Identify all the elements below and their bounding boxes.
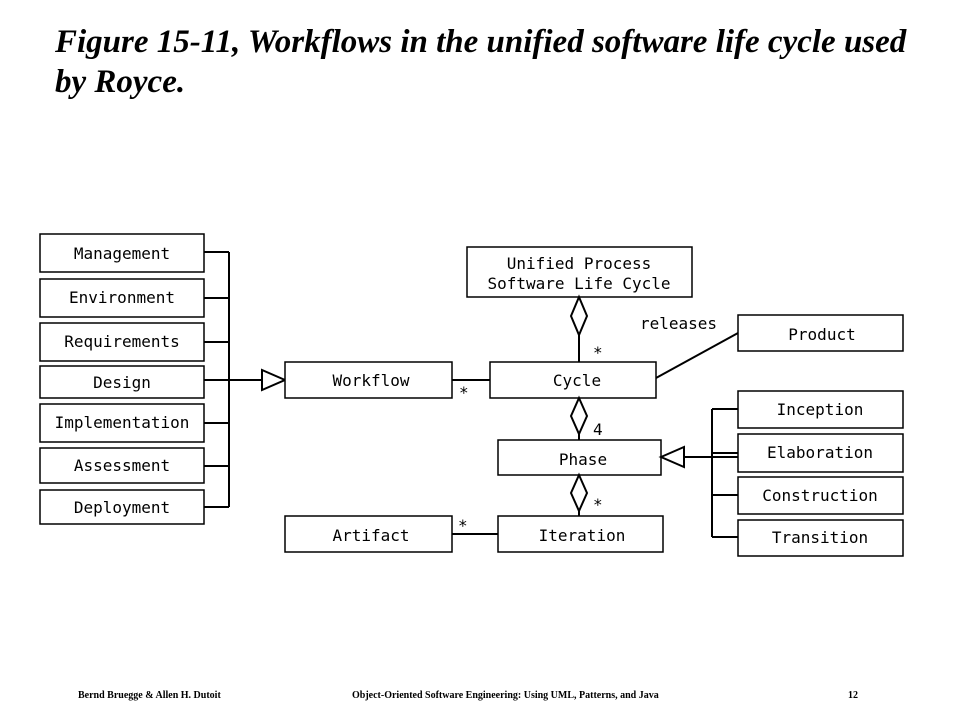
class-iteration-label: Iteration (539, 526, 626, 545)
releases-label: releases (640, 314, 717, 333)
class-construction-label: Construction (762, 486, 878, 505)
class-construction: Construction (737, 476, 904, 515)
footer-book-title: Object-Oriented Software Engineering: Us… (352, 690, 659, 701)
class-management-label: Management (74, 244, 170, 263)
class-environment-label: Environment (69, 288, 175, 307)
class-iteration: Iteration (497, 515, 664, 553)
class-product-label: Product (788, 325, 855, 344)
aggregation-diamond-icon (569, 395, 589, 437)
class-assessment: Assessment (39, 447, 205, 484)
aggregation-diamond-icon (569, 294, 589, 338)
multiplicity-iteration: * (593, 495, 603, 514)
class-workflow: Workflow (284, 361, 453, 399)
aggregation-diamond-icon (569, 472, 589, 514)
class-unified-process-label-line2: Software Life Cycle (487, 274, 670, 293)
class-elaboration-label: Elaboration (767, 443, 873, 462)
class-phase: Phase (497, 439, 662, 476)
multiplicity-workflow: * (459, 383, 469, 402)
class-transition-label: Transition (772, 528, 868, 547)
class-inception-label: Inception (777, 400, 864, 419)
class-assessment-label: Assessment (74, 456, 170, 475)
class-environment: Environment (39, 278, 205, 318)
class-workflow-label: Workflow (332, 371, 409, 390)
class-implementation: Implementation (39, 403, 205, 443)
class-inception: Inception (737, 390, 904, 429)
class-requirements-label: Requirements (64, 332, 180, 351)
generalization-arrowhead-icon (261, 368, 288, 392)
class-requirements: Requirements (39, 322, 205, 362)
class-cycle: Cycle (489, 361, 657, 399)
multiplicity-artifact: * (458, 516, 468, 535)
phase-generalization (658, 408, 738, 538)
class-product: Product (737, 314, 904, 352)
class-unified-process: Unified Process Software Life Cycle (466, 246, 693, 298)
class-unified-process-label-line1: Unified Process (507, 254, 652, 273)
multiplicity-cycle: * (593, 343, 603, 362)
class-deployment: Deployment (39, 489, 205, 525)
class-artifact: Artifact (284, 515, 453, 553)
class-artifact-label: Artifact (332, 526, 409, 545)
class-phase-label: Phase (559, 450, 607, 469)
class-design-label: Design (93, 373, 151, 392)
class-elaboration: Elaboration (737, 433, 904, 473)
footer-authors: Bernd Bruegge & Allen H. Dutoit (78, 690, 221, 701)
generalization-arrowhead-icon (658, 445, 685, 469)
multiplicity-phase: 4 (593, 420, 603, 439)
class-implementation-label: Implementation (55, 413, 190, 432)
class-management: Management (39, 233, 205, 273)
workflow-generalization (204, 251, 288, 508)
class-design: Design (39, 365, 205, 399)
slide-title: Figure 15-11, Workflows in the unified s… (55, 24, 907, 100)
class-transition: Transition (737, 519, 904, 557)
class-cycle-label: Cycle (553, 371, 601, 390)
releases-association (655, 332, 739, 379)
footer-page-number: 12 (848, 690, 858, 701)
class-deployment-label: Deployment (74, 498, 170, 517)
